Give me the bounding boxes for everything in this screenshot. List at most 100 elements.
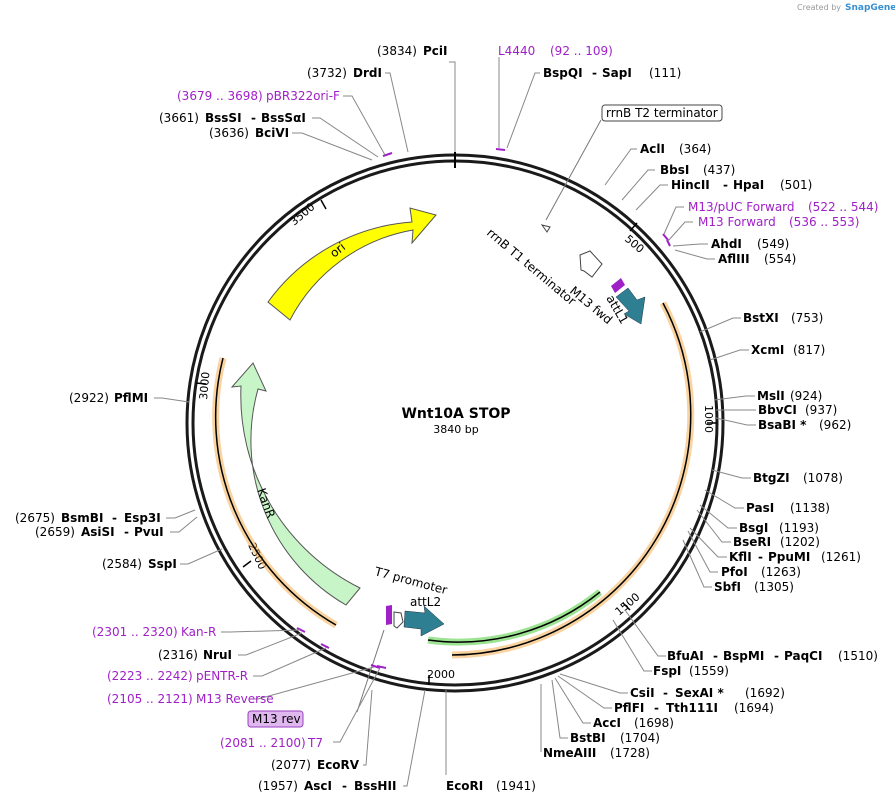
site-sspi: SspI [148, 557, 177, 571]
site-bstxi: BstXI [743, 311, 779, 325]
site-pos-sspi: (2584) [102, 557, 142, 571]
tick-marks [195, 199, 717, 685]
site-esp3i-dash: - [112, 511, 117, 525]
kanr-arrow [230, 362, 361, 606]
feature-band-right-line [451, 302, 692, 656]
site-ecori: EcoRI [446, 779, 483, 793]
site-acci: AccI [593, 716, 621, 730]
rrnb-t1-label: rrnB T1 terminator [484, 226, 579, 309]
site-bbvci: BbvCI [758, 403, 797, 417]
site-pvui-dash: - [124, 525, 129, 539]
plasmid-size: 3840 bp [433, 423, 478, 436]
site-pos-bsgi: (1193) [779, 521, 819, 535]
primer-m13-puc-forward-range: (522 .. 544) [808, 200, 878, 214]
site-pos-bbsi: (437) [703, 163, 735, 177]
site-pos-bseri: (1202) [780, 535, 820, 549]
site-pos-fspi: (1559) [689, 664, 729, 678]
site-msli: MslI [757, 389, 785, 403]
site-acli: AclI [640, 142, 665, 156]
site-pos-nmeaiii: (1728) [610, 746, 650, 760]
site-drdi: DrdI [353, 66, 382, 80]
site-pos-bbvci: (937) [805, 403, 837, 417]
site-pos-acci: (1698) [634, 716, 674, 730]
site-tth111i: Tth111I [666, 701, 718, 715]
site-paqci: PaqCI [784, 649, 822, 663]
site-pos-bspqi: (111) [649, 66, 681, 80]
site-pos-hincii: (501) [780, 178, 812, 192]
primer-t7-range: (2081 .. 2100) [220, 736, 306, 750]
rrnb-t1-arrow [579, 250, 603, 278]
site-pos-ecorv: (2077) [271, 758, 311, 772]
site-pos-bfuai: (1510) [838, 649, 878, 663]
rrnb-t2-label: rrnB T2 terminator [606, 106, 718, 120]
site-pcii: PciI [423, 44, 448, 58]
primer-t7: T7 [307, 736, 323, 750]
site-bspmi: BspMI [723, 649, 764, 663]
primer-kan-r-range: (2301 .. 2320) [92, 625, 178, 639]
site-afliii: AflIII [718, 252, 750, 266]
site-pos-drdi: (3732) [307, 66, 347, 80]
site-bsssai-dash: - [251, 111, 256, 125]
site-bcivi: BciVI [255, 126, 289, 140]
site-pos-ecori: (1941) [496, 779, 536, 793]
site-pos-pcii: (3834) [377, 44, 417, 58]
site-pos-pflmi: (2922) [69, 391, 109, 405]
site-pos-xcmi: (817) [793, 343, 825, 357]
site-pos-bcivi: (3636) [209, 126, 249, 140]
site-hpai-dash: - [723, 178, 728, 192]
site-bsabi: BsaBI * [758, 418, 807, 432]
site-csii: CsiI [630, 686, 655, 700]
feature-band-left-line [214, 357, 337, 626]
site-sexai: SexAI * [675, 686, 724, 700]
site-esp3i: Esp3I [124, 511, 161, 525]
site-hpai: HpaI [733, 178, 764, 192]
rrnb-t2-arrow [540, 224, 551, 233]
primer-m13-forward-range: (536 .. 553) [789, 215, 859, 229]
site-paqci-dash: - [774, 649, 779, 663]
site-bspmi-dash: - [713, 649, 718, 663]
watermark-brand: SnapGene [845, 3, 895, 13]
site-btgzi: BtgZI [753, 471, 790, 485]
site-pos-acli: (364) [679, 142, 711, 156]
attl2-arrow [403, 605, 445, 637]
feature-band-green-line [427, 591, 601, 643]
primer-pentr-r-range: (2223 .. 2242) [107, 669, 193, 683]
site-pos-bsmbi: (2675) [15, 511, 55, 525]
primer-pbr322ori-f-range: (3679 .. 3698) [177, 89, 263, 103]
site-pos-bstbi: (1704) [620, 731, 660, 745]
m13-fwd-primer [611, 278, 625, 293]
site-nmeaiii: NmeAIII [543, 746, 596, 760]
rrnb-t2-box [601, 104, 723, 122]
m13-rev-box [247, 710, 304, 728]
primer-m13-puc-forward: M13/pUC Forward [688, 200, 795, 214]
site-ecorv: EcoRV [317, 758, 360, 772]
attl1-arrow [615, 287, 646, 325]
site-asci: AscI [304, 779, 332, 793]
site-xcmi: XcmI [751, 343, 784, 357]
site-sbfi: SbfI [714, 580, 741, 594]
site-ahdi: AhdI [711, 237, 742, 251]
site-pos-msli: (924) [790, 389, 822, 403]
right-leaders [385, 57, 756, 775]
site-tth111i-dash: - [654, 701, 659, 715]
primer-marks [296, 148, 671, 669]
site-pos-nrui: (2316) [158, 648, 198, 662]
site-pos-afliii: (554) [764, 252, 796, 266]
site-pflmi: PflMI [114, 391, 148, 405]
site-bsmbi: BsmBI [61, 511, 103, 525]
site-kfli: KflI [729, 550, 752, 564]
watermark-created-by: Created by [797, 3, 841, 12]
site-hincii: HincII [671, 178, 710, 192]
tick-1000: 1000 [702, 405, 715, 433]
tick-500: 500 [622, 232, 646, 255]
plasmid-name: Wnt10A STOP [401, 406, 510, 422]
site-pos-asisi: (2659) [35, 525, 75, 539]
t7-promoter-arrow [393, 611, 404, 629]
site-bseri: BseRI [733, 535, 771, 549]
site-pflfi: PflFI [614, 701, 644, 715]
m13-rev-primer [386, 605, 392, 625]
kanr-label: KanR [254, 486, 278, 520]
tick-3000: 3000 [197, 371, 212, 400]
site-asisi: AsiSI [81, 525, 115, 539]
left-leaders [154, 95, 426, 787]
